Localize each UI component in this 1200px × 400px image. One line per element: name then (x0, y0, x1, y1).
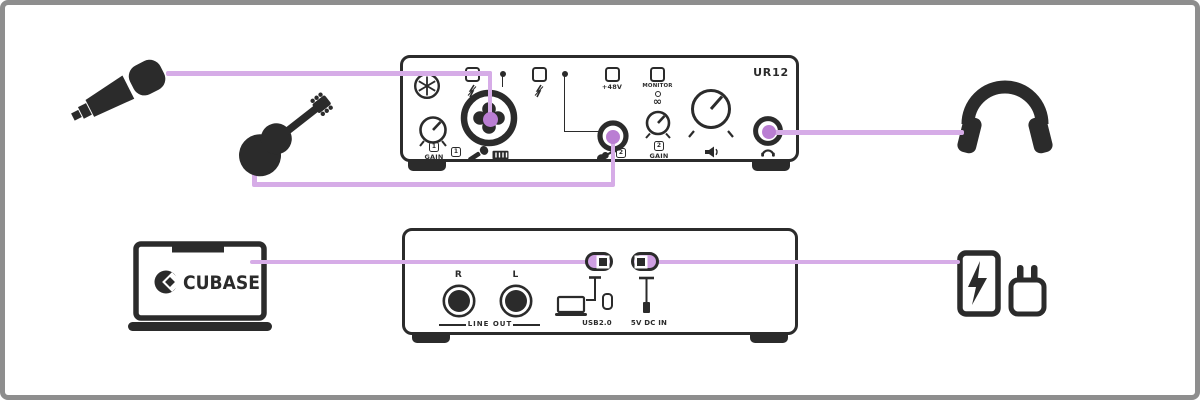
steinberg-logo-icon (154, 270, 182, 294)
headphones-icon (957, 80, 1053, 154)
usb-label: USB2.0 (582, 319, 612, 327)
phantom-led (605, 67, 620, 82)
usb-connection-icon (555, 276, 613, 316)
headphone-cable (772, 130, 964, 135)
output-volume-knob (688, 89, 734, 138)
mic-plug (482, 111, 498, 127)
guitar-plug (605, 130, 620, 144)
channel2-number: 2 (654, 141, 664, 151)
phantom-label: +48V (601, 83, 623, 91)
speaker-icon (705, 146, 718, 158)
input2-number-label: 2 (615, 141, 627, 158)
power-bank-icon (957, 250, 1001, 317)
gain2-text: GAIN (649, 152, 669, 160)
dc-connector-chip (637, 258, 645, 266)
monitor-led (650, 67, 665, 82)
headphone-plug (762, 125, 776, 139)
peak-led-ch2 (532, 67, 547, 82)
line-input-icon (492, 150, 509, 160)
mic-cable-vertical (487, 71, 492, 121)
front-panel-foot-right (752, 159, 790, 171)
monitor-label: MONITOR (642, 83, 673, 89)
audio-interface-rear-panel: R L LINE OUT USB2.0 5V DC IN (402, 228, 798, 335)
mic-cable-horizontal (166, 71, 492, 76)
input2-peak-dot (561, 70, 568, 77)
monitor-infinity-symbol: ∞ (652, 95, 663, 108)
dc-connection-icon (639, 276, 654, 313)
power-cable (640, 259, 960, 264)
usb-connector (585, 252, 613, 271)
gain1-knob (419, 116, 447, 147)
input1-peak-dot (499, 70, 506, 77)
headphone-output-icon (761, 149, 775, 157)
gain2-knob (645, 110, 671, 139)
line-out-l-label: L (512, 270, 519, 280)
microphone-icon (71, 59, 166, 121)
guitar-icon (239, 92, 333, 177)
line-out-l-jack (499, 284, 533, 318)
dc-label: 5V DC IN (630, 319, 668, 327)
cubase-brand-text: CUBASE (183, 272, 260, 294)
front-panel-foot-left (408, 159, 446, 171)
line-out-label: LINE OUT (467, 320, 513, 328)
line-out-r-jack (442, 284, 476, 318)
usb-connector-chip (599, 258, 607, 266)
dc-connector (631, 252, 659, 271)
channel1-number: 1 (429, 142, 439, 152)
guitar-input-icon (597, 148, 617, 162)
gain1-label: 1 GAIN (416, 142, 452, 161)
laptop-cubase-icon: CUBASE (128, 241, 272, 331)
input2-leader-line-h (563, 130, 600, 133)
input1-number-label: 1 (450, 140, 462, 157)
usb-cable (250, 259, 605, 264)
model-name: UR12 (753, 66, 789, 79)
line-out-r-label: R (454, 270, 463, 280)
guitar-cable-horizontal (252, 182, 615, 187)
input1-leader-line (501, 76, 504, 87)
guitar-cable-vertical-2 (610, 137, 615, 186)
mic-input-icon (468, 146, 489, 162)
usb-charger-icon (1008, 265, 1047, 317)
monitor-dot (654, 90, 661, 97)
gain2-label: 2 GAIN (641, 141, 677, 160)
peak-indicator-icon-ch2 (534, 84, 544, 98)
line-out-dash-right (513, 324, 540, 326)
line-out-dash-left (439, 324, 466, 326)
gain1-text: GAIN (424, 153, 444, 161)
peak-indicator-icon-ch1 (467, 84, 477, 98)
yamaha-logo-icon (413, 72, 441, 100)
input2-leader-line-v (563, 76, 566, 132)
